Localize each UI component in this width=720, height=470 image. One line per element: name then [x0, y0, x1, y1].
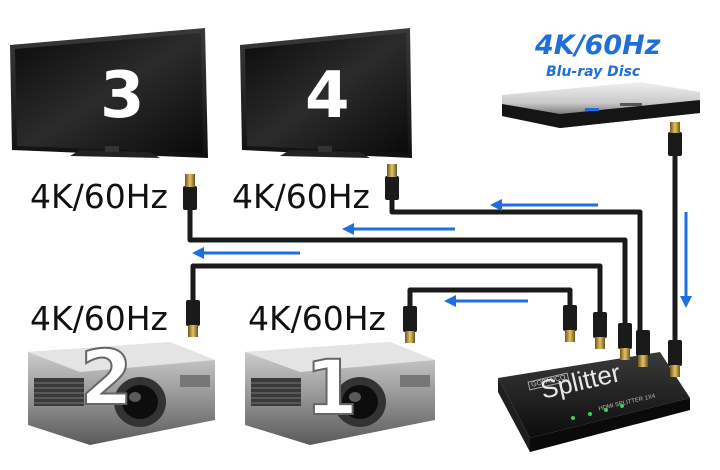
arrow-to-tv3: [342, 223, 455, 235]
projector-2: [28, 342, 215, 445]
tv-3-resolution: 4K/60Hz: [30, 177, 168, 216]
plug-split-2: [593, 312, 607, 349]
tv-3-number: 3: [100, 59, 145, 133]
source-title: 4K/60Hz: [535, 30, 661, 61]
projector-1: [245, 342, 435, 445]
arrow-to-tv4: [490, 199, 598, 211]
plug-proj1: [403, 306, 417, 343]
plug-split-4: [636, 330, 650, 367]
projector-2-number: 2: [79, 333, 134, 422]
arrow-to-proj1: [444, 295, 528, 307]
plug-proj2: [186, 300, 200, 337]
tv-4-resolution: 4K/60Hz: [232, 177, 370, 216]
source-subtitle: Blu-ray Disc: [546, 64, 641, 80]
plug-split-1: [563, 305, 577, 342]
projector-1-number: 1: [304, 343, 359, 432]
plug-tv3: [183, 174, 197, 210]
tv-3: [10, 28, 208, 158]
arrow-source-down: [680, 212, 692, 308]
tv-4: [240, 28, 412, 158]
arrow-to-proj2: [192, 247, 300, 259]
hdmi-cables: [187, 147, 678, 343]
projector-2-resolution: 4K/60Hz: [30, 299, 168, 338]
plug-split-3: [618, 323, 632, 360]
plug-split-in: [668, 340, 682, 377]
signal-arrows: [192, 199, 692, 308]
bluray-player: [502, 82, 700, 128]
projector-1-resolution: 4K/60Hz: [248, 299, 386, 338]
plug-source: [668, 122, 682, 156]
plug-tv4: [385, 164, 399, 200]
tv-4-number: 4: [305, 59, 350, 133]
hdmi-plugs: [183, 122, 682, 377]
splitter-box: [498, 352, 690, 452]
